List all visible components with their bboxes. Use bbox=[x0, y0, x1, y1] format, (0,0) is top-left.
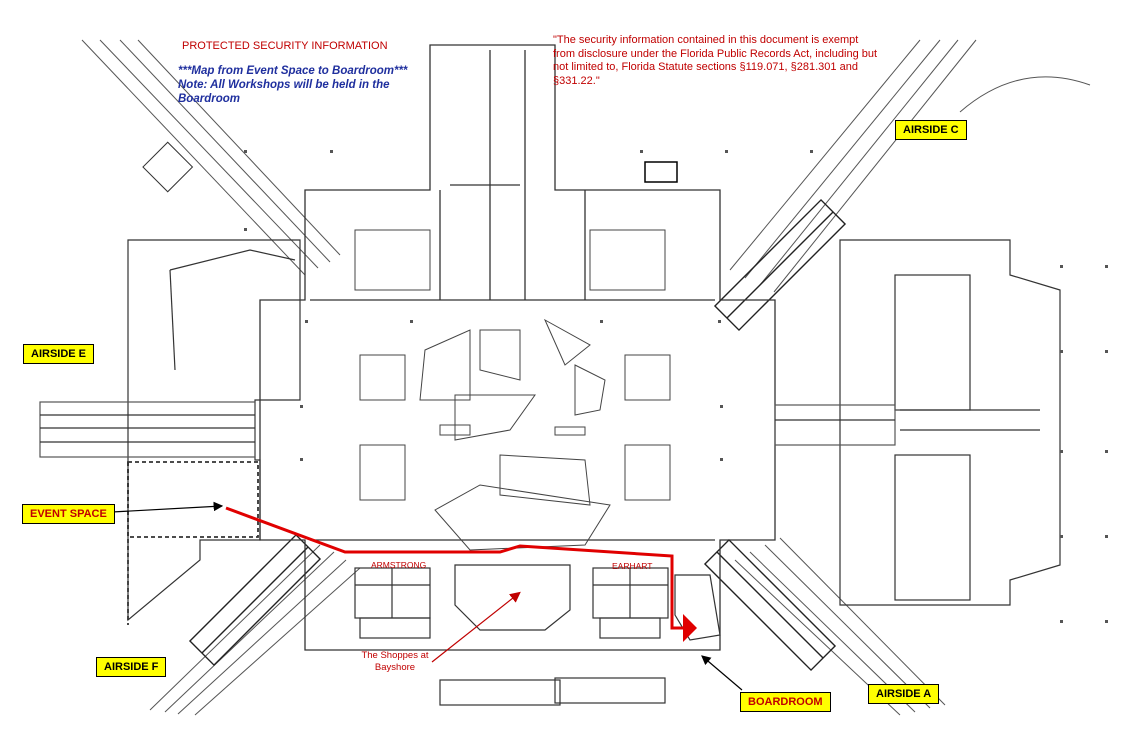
shuttle-track-airside-e bbox=[81, 39, 341, 276]
airside-f-label: AIRSIDE F bbox=[96, 657, 167, 677]
armstrong-room-label: ARMSTRONG bbox=[371, 560, 427, 570]
boardroom-label: BOARDROOM bbox=[740, 692, 831, 712]
route-arrowhead bbox=[683, 614, 697, 642]
legal-notice: "The security information contained in t… bbox=[553, 34, 878, 87]
shuttle-track-airside-f bbox=[149, 544, 361, 716]
lower-rooms bbox=[354, 564, 721, 706]
map-title: ***Map from Event Space to Boardroom*** bbox=[178, 65, 408, 77]
event-space-pointer bbox=[111, 501, 224, 513]
route-line bbox=[225, 506, 685, 630]
airside-c-label: AIRSIDE C bbox=[895, 120, 967, 140]
earhart-room-label: EARHART bbox=[612, 561, 653, 571]
elevator-icon bbox=[644, 161, 678, 183]
event-space-label: EVENT SPACE bbox=[22, 504, 115, 524]
shuttle-stations bbox=[188, 198, 847, 672]
shoppes-label: The Shoppes at Bayshore bbox=[361, 650, 429, 673]
shuttle-track-airside-c bbox=[729, 39, 1091, 293]
protected-info-label: PROTECTED SECURITY INFORMATION bbox=[182, 40, 388, 52]
map-title-note: ***Map from Event Space to Boardroom*** … bbox=[178, 64, 428, 106]
shoppes-pointer bbox=[431, 591, 521, 663]
central-hall-features bbox=[354, 229, 671, 551]
terminal-outline bbox=[259, 44, 776, 651]
airside-e-label: AIRSIDE E bbox=[23, 344, 95, 364]
west-wing bbox=[39, 239, 301, 625]
column-grid bbox=[244, 150, 1108, 623]
workshop-note: Note: All Workshops will be held in the … bbox=[178, 79, 390, 105]
airside-a-label: AIRSIDE A bbox=[868, 684, 940, 704]
east-wing bbox=[774, 239, 1061, 606]
boardroom-pointer bbox=[701, 655, 743, 691]
